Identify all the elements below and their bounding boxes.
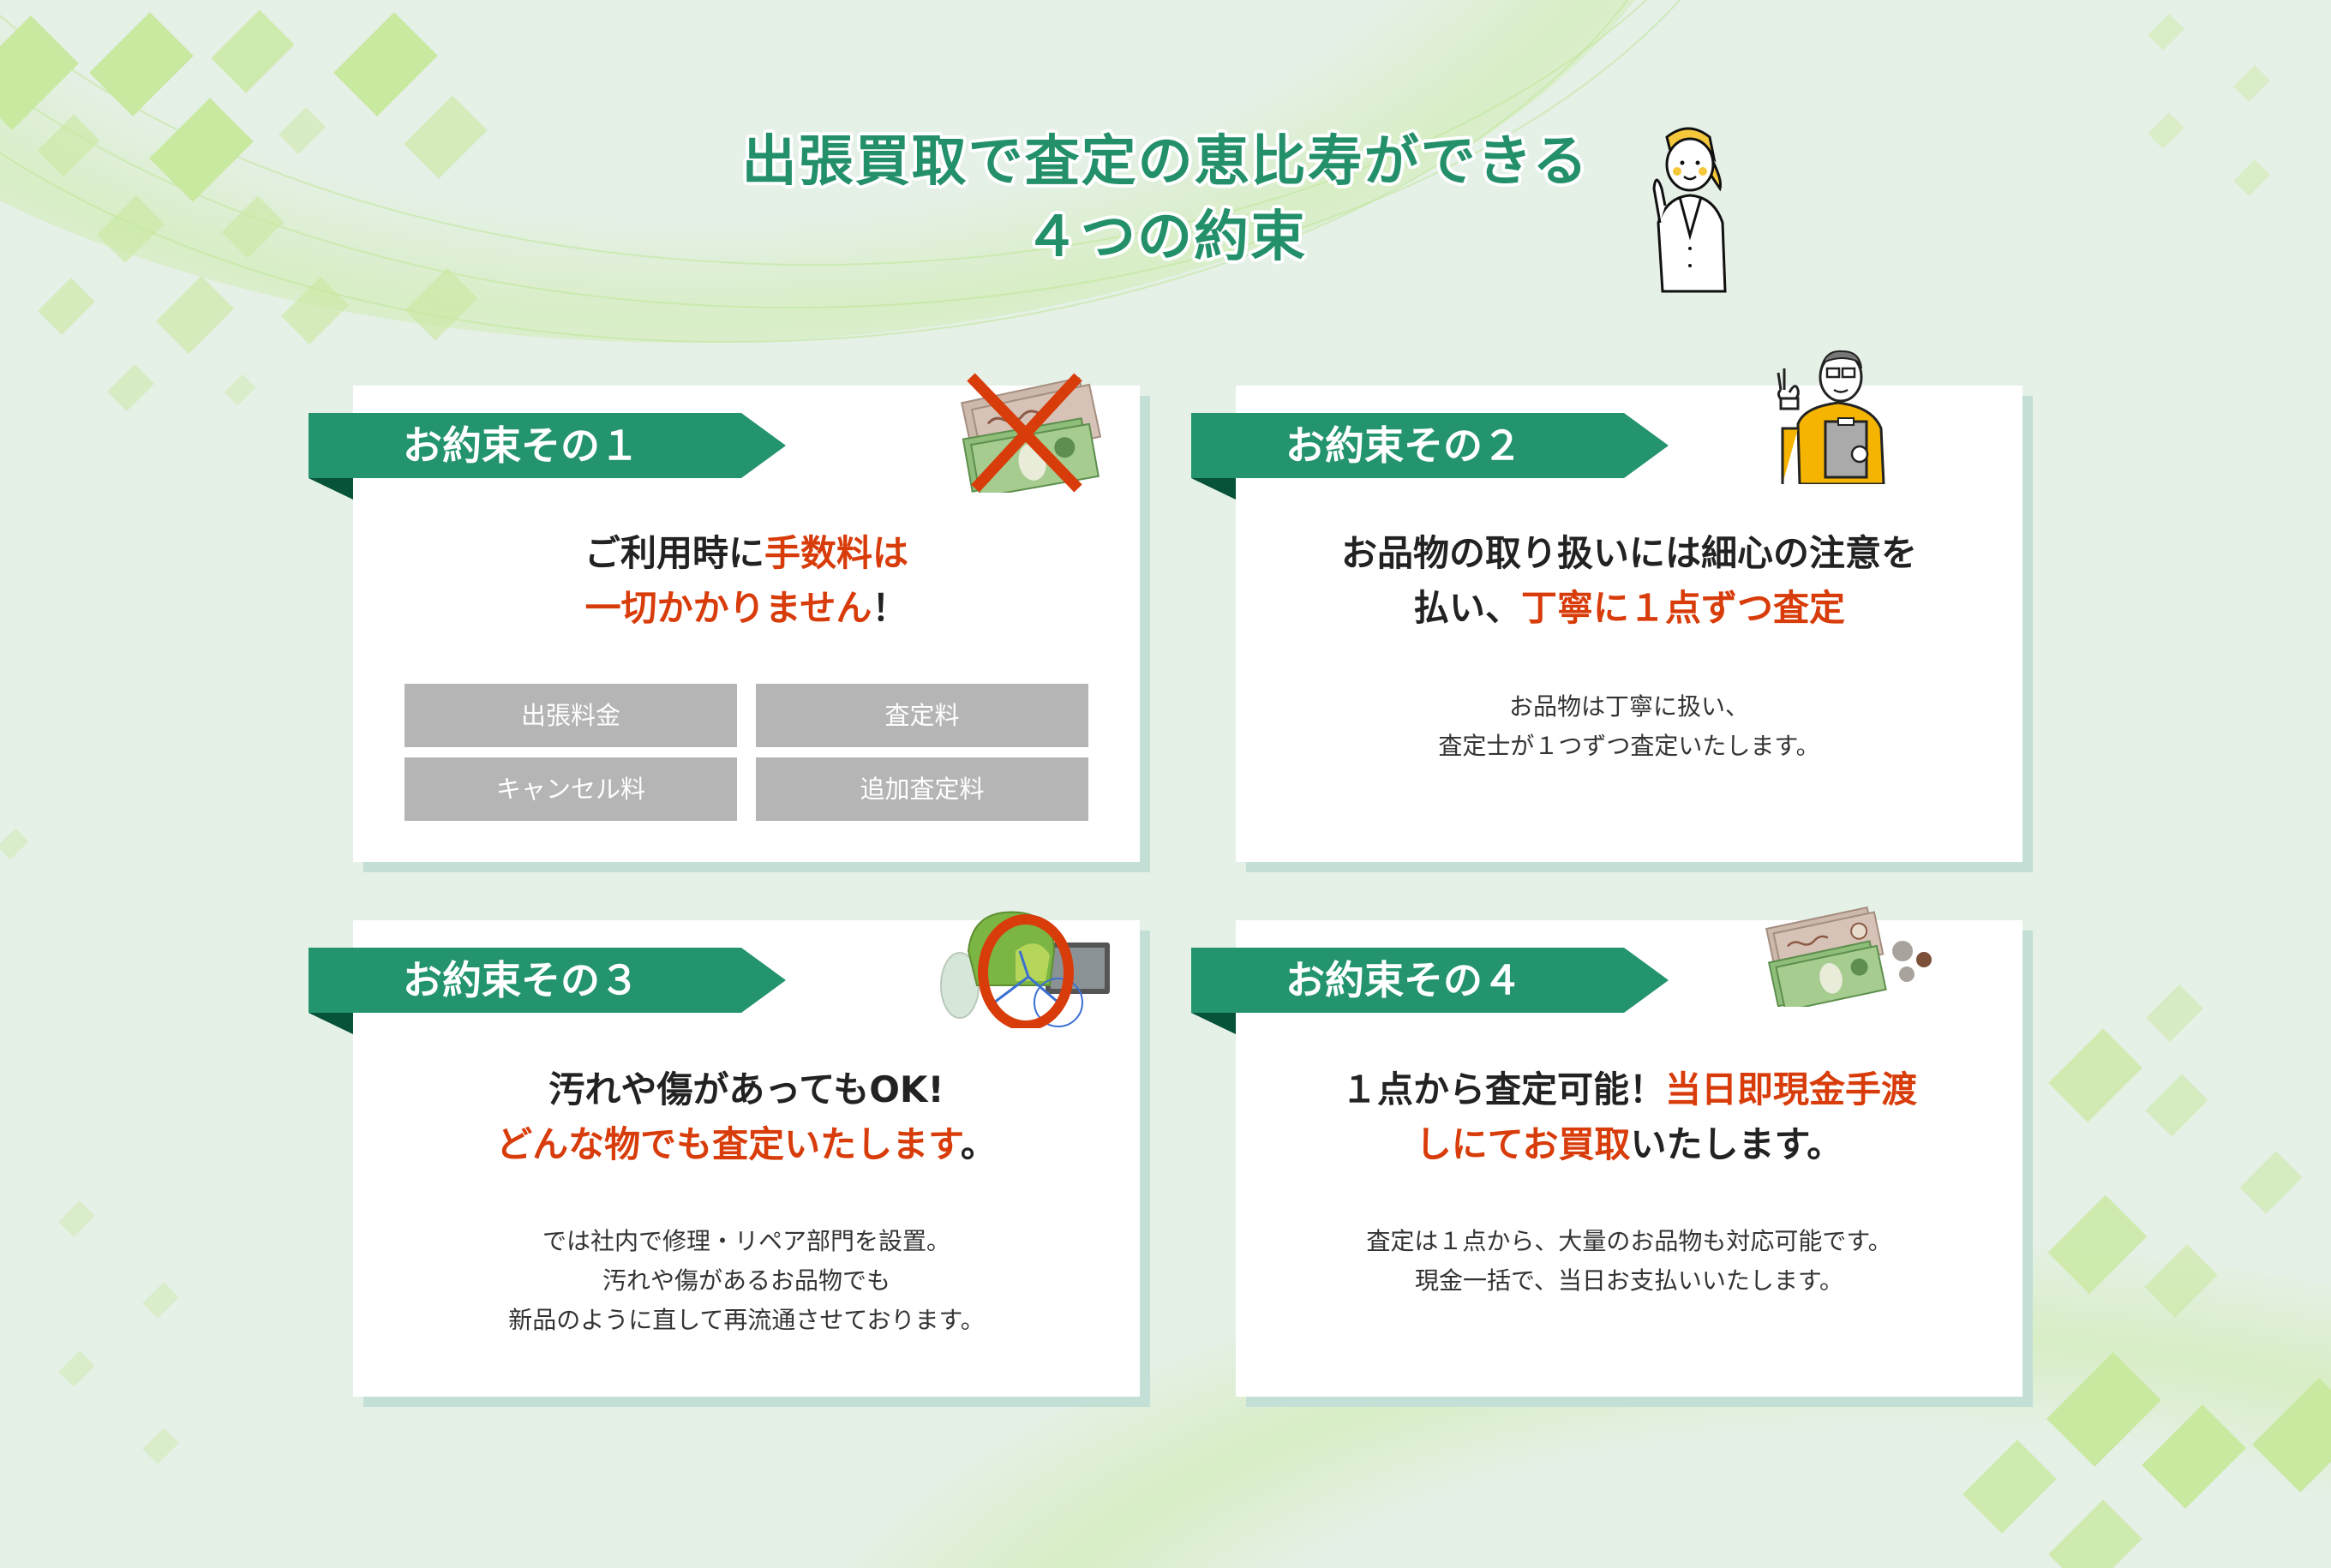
promise-1-headline: ご利用時に手数料は 一切かかりません！ <box>584 532 909 629</box>
promise-2-ribbon: お約束その２ <box>1191 413 1669 478</box>
fee-item-cancel: キャンセル料 <box>404 757 737 821</box>
promise-3-ribbon: お約束その３ <box>309 948 786 1013</box>
promise-4-body: 査定は１点から、大量のお品物も対応可能です。 現金一括で、当日お支払いいたします… <box>1366 1227 1892 1295</box>
appraiser-ok-sign-icon <box>1777 350 1885 484</box>
fee-item-travel: 出張料金 <box>404 684 737 747</box>
promise-3-body: では社内で修理・リペア部門を設置。 汚れや傷があるお品物でも 新品のように直して… <box>508 1227 985 1334</box>
promise-2-body: お品物は丁寧に扱い、 査定士が１つずつ査定いたします。 <box>1438 692 1820 760</box>
title-line-1: 出張買取で査定の恵比寿ができる <box>741 130 1590 194</box>
promise-2-headline: お品物の取り扱いには細心の注意を 払い、丁寧に１点ずつ査定 <box>1340 532 1917 629</box>
promise-4-headline: １点から査定可能！当日即現金手渡 しにてお買取いたします。 <box>1340 1068 1918 1165</box>
cash-and-coins-icon <box>1765 906 1932 1007</box>
title-line-2: ４つの約束 <box>1024 206 1307 269</box>
page-title: 出張買取で査定の恵比寿ができる ４つの約束 <box>0 124 2331 275</box>
fee-item-appraisal: 査定料 <box>756 684 1088 747</box>
damaged-goods-circled-icon <box>940 911 1110 1028</box>
promise-4-ribbon: お約束その４ <box>1191 948 1669 1013</box>
promise-3-headline: 汚れや傷があってもOK! どんな物でも査定いたします。 <box>496 1068 997 1165</box>
promise-1-ribbon: お約束その１ <box>309 413 786 478</box>
fee-item-additional: 追加査定料 <box>756 757 1088 821</box>
money-crossed-out-icon <box>961 373 1102 493</box>
woman-pointing-icon <box>1652 127 1727 293</box>
